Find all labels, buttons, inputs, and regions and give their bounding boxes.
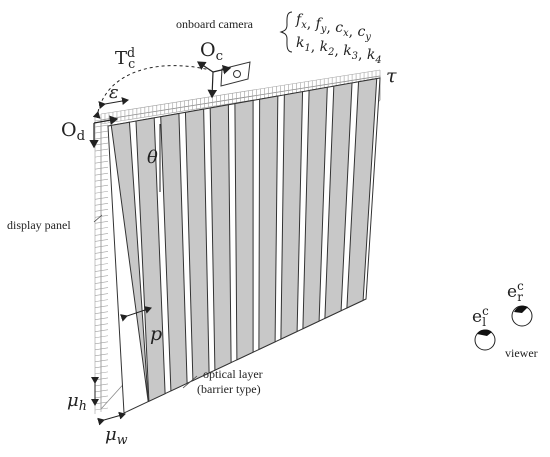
barrier-strip [184,108,210,382]
panel-grid-row [94,136,109,140]
display-frame-axes [89,115,119,149]
panel-grid-row [94,359,109,363]
panel-grid-row [94,287,109,290]
panel-grid-row [94,196,109,200]
panel-grid-row [94,172,109,176]
panel-grid-row [94,323,109,327]
mu-w-arrow [97,411,126,426]
panel-grid-edge [100,69,381,115]
onboard-camera-label: onboard camera [176,17,254,31]
barrier-strip [302,86,328,330]
panel-grid-row [94,178,109,182]
mu-h-label: μh [67,390,87,413]
panel-grid-row [94,160,109,164]
barrier-strip [258,95,279,351]
camera-axis-y [207,71,218,99]
panel-grid-row [94,269,109,272]
epsilon-label: ε [109,82,119,103]
panel-grid-row [94,190,109,194]
panel-grid-row [94,221,109,224]
barrier-strip [209,104,232,371]
panel-grid-row [94,142,109,146]
epsilon-arrow [98,97,129,109]
barrier-strip [346,77,378,309]
panel-grid-row [94,184,109,188]
pitch-arrow [120,306,152,322]
panel-grid-row [94,215,109,218]
panel-grid-row [94,341,109,345]
panel-grid-row [94,130,109,134]
barrier-strip [280,91,304,340]
right-pupil [514,305,528,313]
panel-grid-row [94,251,109,254]
optical-layer-label-1: optical layer [203,367,263,381]
barrier-strips [110,77,378,403]
panel-grid-row [94,202,109,206]
barrier-strip [160,112,188,392]
barrier-strip [234,99,254,361]
mu-w-label: μw [105,424,128,447]
camera-axis-z [197,61,214,73]
viewer-label: viewer [505,346,538,360]
viewer-eyes [474,305,533,351]
panel-grid-row [94,293,109,296]
onboard-camera [197,61,251,99]
panel-grid-row [94,389,109,393]
display-panel-grid [94,69,381,414]
optical-barrier-layer [107,77,381,414]
panel-grid-row [94,245,109,248]
intrinsics-row-1: fx, fy, cx, cy [295,12,371,43]
panel-grid-row [94,118,109,122]
camera-frame-label: Oc [200,39,223,64]
theta-label: θ [147,147,158,168]
panel-grid-row [94,257,109,260]
panel-grid-row [94,154,109,158]
panel-grid-lines [94,69,381,414]
panel-grid-row [94,166,109,170]
panel-grid-row [94,124,109,128]
panel-grid-row [94,299,109,302]
panel-grid-row [94,148,109,152]
panel-grid-row [94,305,109,308]
intrinsics-row-2: k1, k2, k3, k4 [296,35,382,66]
panel-grid-row [94,371,109,375]
display-axis-x [93,115,119,125]
panel-grid-row [94,353,109,357]
panel-grid-row [94,377,109,381]
tau-label: τ [386,65,397,87]
optical-layer-leader [182,375,198,389]
panel-grid-row [94,329,109,333]
panel-grid-row [94,233,109,236]
panel-grid-row [94,227,109,230]
panel-grid-row [94,395,109,399]
display-panel-leader [93,214,103,223]
intrinsics-brace [279,11,293,53]
left-pupil [477,329,492,336]
panel-grid-row [94,281,109,284]
panel-grid-row [94,407,109,411]
display-frame-label: Od [61,119,86,144]
barrier-strip [324,82,353,320]
panel-grid-row [94,335,109,339]
optical-layer-label-2: (barrier type) [197,382,261,396]
panel-grid-row [94,317,109,320]
barrier-strip [110,121,149,402]
display-panel-label: display panel [7,218,71,232]
panel-grid-row [94,383,109,387]
panel-grid-row [94,275,109,278]
panel-grid-row [94,263,109,266]
camera-lens-icon [233,70,241,78]
panel-grid-row [94,209,109,212]
panel-grid-row [94,311,109,314]
pitch-label: p [150,323,162,345]
camera-axis-x [212,64,232,75]
panel-grid-row [94,365,109,369]
panel-grid-row [94,347,109,351]
panel-grid-row [94,239,109,242]
